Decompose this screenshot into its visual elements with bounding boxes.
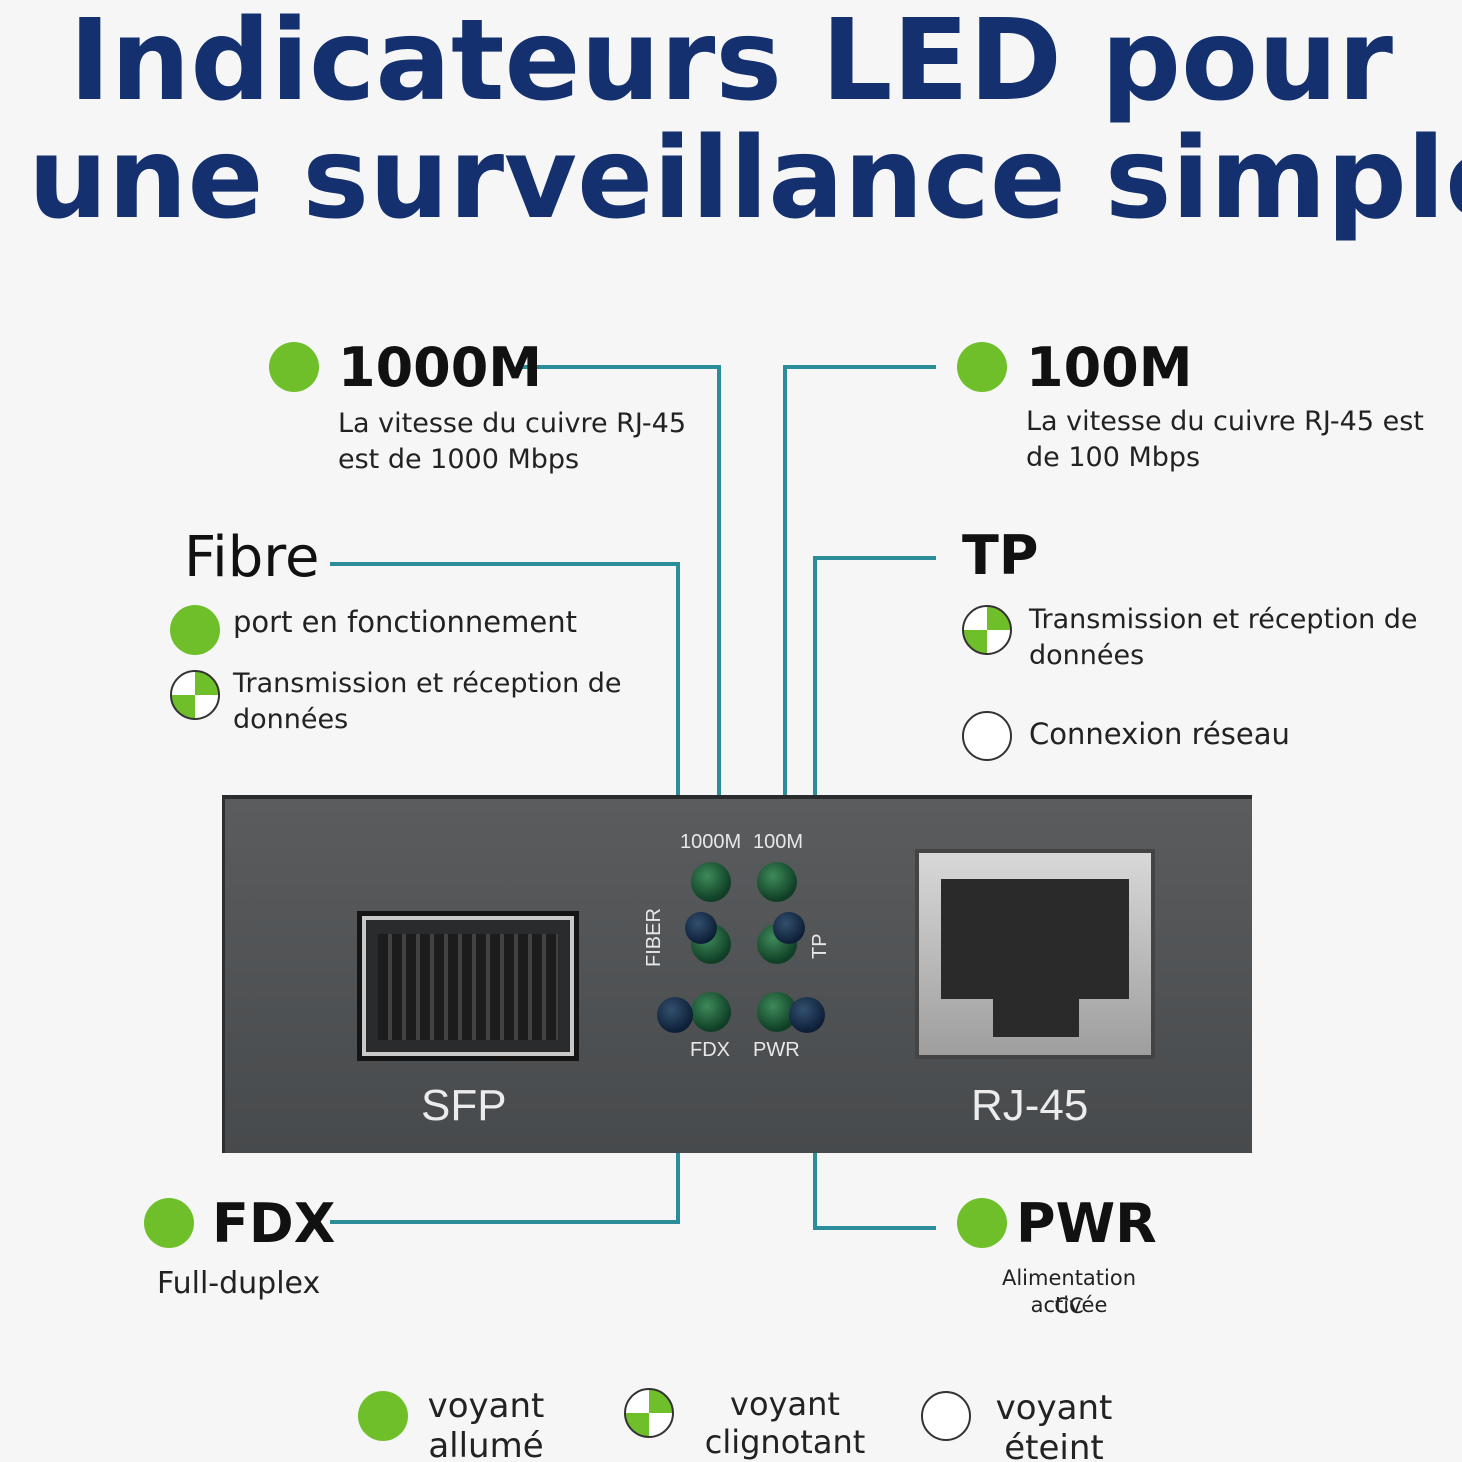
label-1000m: 1000M [338, 336, 543, 399]
sfp-label: SFP [421, 1081, 507, 1130]
label-fdx: FDX [212, 1192, 336, 1255]
led-on-icon [957, 342, 1007, 392]
legend-blink-line2: clignotant [704, 1423, 866, 1461]
desc-fdx: Full-duplex [157, 1266, 321, 1301]
led-tp-blue [773, 912, 805, 944]
led-100m [757, 862, 797, 902]
label-tp: TP [962, 524, 1039, 587]
led-label-fiber: FIBER [643, 908, 665, 967]
led-blink-icon [962, 605, 1012, 655]
led-fdx [691, 992, 731, 1032]
led-label-fdx: FDX [690, 1039, 730, 1061]
desc-pwr-line2: activée [1030, 1293, 1108, 1317]
led-pwr-blue [789, 997, 825, 1033]
legend-on-line1: voyant [427, 1386, 545, 1426]
legend-on-line2: allumé [428, 1426, 544, 1462]
tp-state-blink-line1: Transmission et réception de [1029, 604, 1418, 635]
label-fibre: Fibre [184, 525, 320, 590]
led-off-icon [962, 711, 1012, 761]
legend-blink-line1: voyant [730, 1385, 840, 1423]
led-fiber-blue [685, 912, 717, 944]
led-1000m [691, 862, 731, 902]
led-on-icon [144, 1198, 194, 1248]
led-on-icon [170, 605, 220, 655]
fibre-state-blink-line1: Transmission et réception de [233, 668, 622, 699]
label-100m: 100M [1026, 336, 1193, 399]
desc-1000m-line2: est de 1000 Mbps [338, 444, 580, 475]
legend-off-icon [921, 1391, 971, 1441]
fibre-state-blink-line2: données [233, 704, 349, 735]
label-pwr: PWR [1016, 1192, 1157, 1255]
legend-on-icon [358, 1391, 408, 1441]
tp-state-off: Connexion réseau [1029, 717, 1290, 751]
led-label-100m: 100M [753, 831, 804, 853]
led-label-pwr: PWR [753, 1039, 800, 1061]
led-fdx-blue [657, 997, 693, 1033]
fibre-state-on: port en fonctionnement [233, 605, 577, 639]
legend-off-line2: éteint [1004, 1428, 1104, 1462]
title-line-1: Indicateurs LED pour [69, 0, 1393, 126]
led-on-icon [957, 1198, 1007, 1248]
tp-state-blink-line2: données [1029, 640, 1145, 671]
line-1000m [522, 365, 721, 835]
rj45-port [915, 849, 1155, 1059]
line-100m [783, 365, 936, 835]
led-label-tp: TP [809, 933, 831, 959]
led-label-1000m: 1000M [680, 831, 742, 853]
media-converter-device: SFP RJ-45 1000M 100M FIBER TP FDX PWR [222, 795, 1252, 1153]
led-blink-icon [170, 670, 220, 720]
legend-blink-icon [624, 1388, 674, 1438]
desc-pwr-line1: Alimentation CC [1001, 1266, 1137, 1318]
led-on-icon [269, 342, 319, 392]
desc-100m-line2: de 100 Mbps [1026, 442, 1201, 473]
legend-off-line1: voyant [995, 1388, 1113, 1428]
rj45-label: RJ-45 [971, 1081, 1089, 1130]
desc-100m-line1: La vitesse du cuivre RJ-45 est [1026, 406, 1424, 437]
title-line-2: une surveillance simple [28, 114, 1462, 244]
sfp-port [357, 911, 579, 1061]
desc-1000m-line1: La vitesse du cuivre RJ-45 [338, 408, 687, 439]
